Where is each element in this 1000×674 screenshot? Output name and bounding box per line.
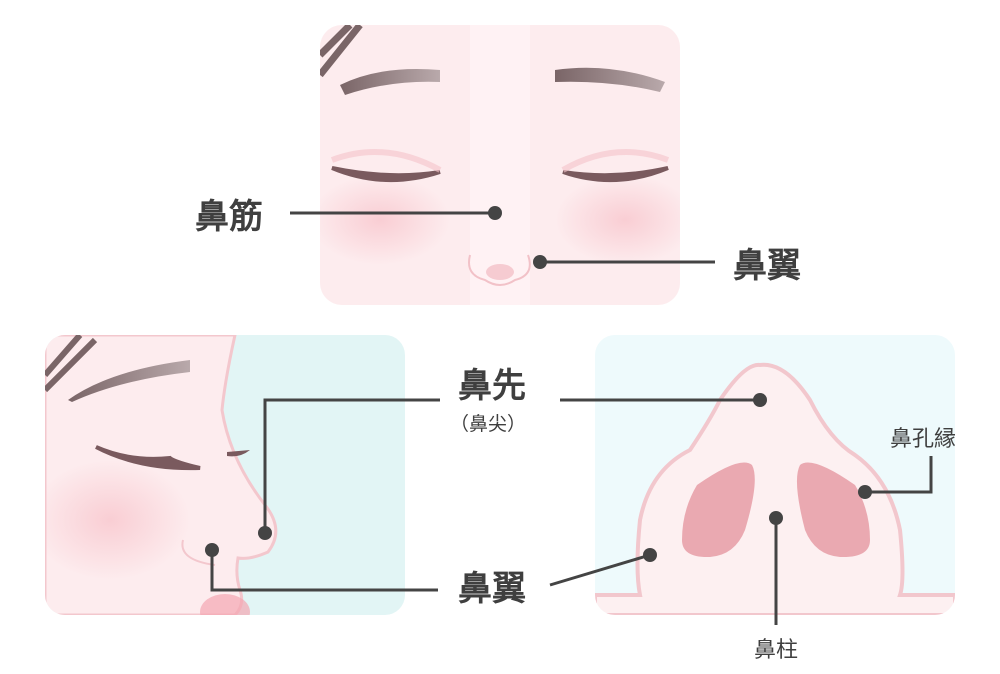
front-nose (468, 254, 531, 286)
ala-bottom-point (643, 548, 657, 562)
right-eyebrow (555, 67, 665, 92)
columella-point (769, 511, 783, 525)
bridge-point (488, 206, 502, 220)
label-columella: 鼻柱 (754, 638, 798, 663)
left-eyebrow (340, 69, 440, 95)
hair-icon (320, 25, 363, 78)
front-face-panel (320, 25, 680, 305)
right-nostril (796, 462, 870, 558)
ala-side-point (205, 543, 219, 557)
label-tip-sub: （鼻尖） (450, 413, 526, 435)
label-ala-front: 鼻翼 (733, 246, 801, 286)
label-nostril-rim: 鼻孔縁 (890, 427, 956, 452)
nostril-rim-point (858, 485, 872, 499)
label-tip: 鼻先 (458, 366, 526, 406)
profile-face-panel (45, 335, 405, 615)
tip-bottom-point (753, 393, 767, 407)
label-bridge: 鼻筋 (195, 197, 263, 237)
left-eye (331, 166, 441, 183)
right-eye (562, 166, 669, 183)
leader-lines (205, 206, 933, 625)
left-nostril (682, 462, 755, 558)
label-ala-side: 鼻翼 (458, 569, 526, 609)
tip-side-point (258, 526, 272, 540)
ala-front-point (533, 255, 547, 269)
